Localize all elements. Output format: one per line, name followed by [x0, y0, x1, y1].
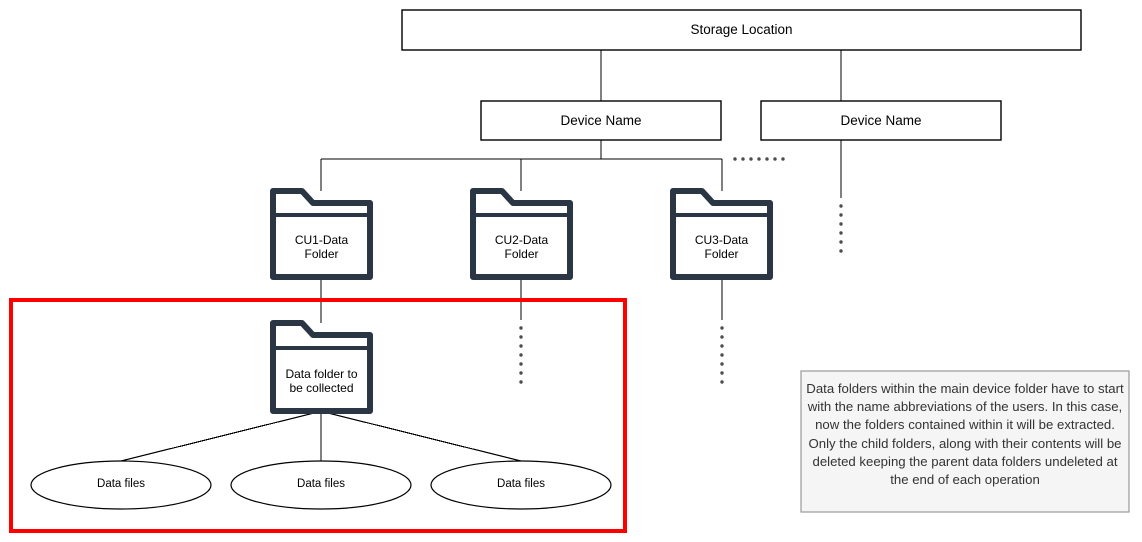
folder-icon-cu3[interactable] — [670, 188, 773, 280]
vertical-ellipsis-cu3 — [720, 326, 724, 384]
device-name-box-2[interactable] — [760, 100, 1002, 141]
ellipsis-marks — [519, 157, 843, 384]
vertical-ellipsis-device2 — [839, 204, 843, 253]
edge-collected-to-files-left — [120, 411, 319, 462]
note-box[interactable] — [800, 370, 1130, 513]
folder-icon-cu1[interactable] — [270, 188, 373, 280]
folder-icon-cu2[interactable] — [470, 188, 573, 280]
folder-icon-collected[interactable] — [270, 320, 373, 414]
vertical-ellipsis-cu2 — [519, 326, 523, 384]
folder-shape — [470, 188, 573, 280]
folder-shape — [270, 320, 373, 414]
data-files-ellipse-2[interactable] — [230, 460, 412, 510]
folder-shape — [270, 188, 373, 280]
data-files-ellipse-3[interactable] — [430, 460, 612, 510]
folder-shape — [670, 188, 773, 280]
connector-lines — [120, 50, 842, 462]
storage-location-box[interactable] — [401, 9, 1082, 51]
highlight-region-box[interactable] — [9, 298, 627, 533]
device-name-box-1[interactable] — [480, 100, 722, 141]
horizontal-ellipsis-folder-bus — [733, 157, 785, 161]
edge-collected-to-files-right — [323, 411, 522, 462]
data-files-ellipse-1[interactable] — [30, 460, 212, 510]
